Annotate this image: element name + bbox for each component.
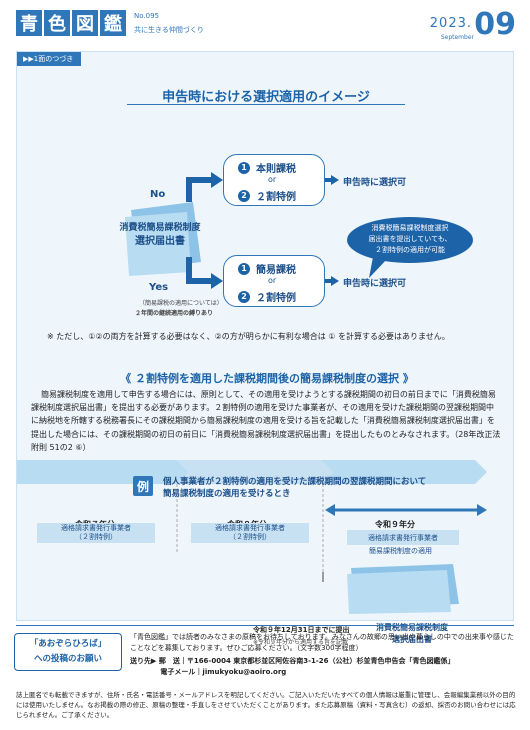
section1-title: 申告時における選択適用のイメージ bbox=[162, 90, 370, 105]
footer-rule bbox=[16, 625, 514, 626]
address-line1: 送り先▶ 郵 送｜〒166-0004 東京都杉並区阿佐谷南3-1-26（公社）杉… bbox=[130, 657, 455, 665]
section2-paragraph: 簡易課税制度を適用して申告する場合には、原則として、その適用を受けようとする課税… bbox=[31, 390, 501, 452]
submission-box: 「あおぞらひろば」 への投稿のお願い bbox=[14, 633, 122, 671]
period-box-line2: （２割特例） bbox=[75, 533, 117, 541]
tagline: 共に生きる仲間づくり bbox=[134, 26, 204, 34]
example-title-line2: 簡易課税制度の適用を受けるとき bbox=[163, 489, 291, 499]
option-row: 2 ２割特例 bbox=[238, 188, 296, 203]
logo-char: 色 bbox=[44, 10, 70, 36]
yes-label: Yes bbox=[149, 282, 169, 293]
option-label: ２割特例 bbox=[256, 192, 296, 203]
document-icon bbox=[125, 202, 201, 276]
period-box-line2: （２割特例） bbox=[229, 533, 271, 541]
number-circle: 2 bbox=[238, 189, 250, 202]
option-label: 簡易課税 bbox=[256, 265, 296, 276]
no-arrow-line bbox=[186, 177, 213, 202]
info-bubble: 消費税簡易課税制度選択 届出書を提出していても、 ２割特例の適用が可能 bbox=[347, 217, 473, 263]
no-label: No bbox=[150, 189, 166, 200]
issue-month-number: 09 bbox=[474, 7, 516, 42]
bubble-line: 届出書を提出していても、 bbox=[368, 235, 452, 243]
privacy-note: 誌上匿名でも転載できますが、住所・氏名・電話番号・メールアドレスを明記してくださ… bbox=[16, 691, 516, 719]
issue-number: No.095 bbox=[134, 12, 159, 20]
yes-arrow-head bbox=[211, 273, 223, 289]
bubble-pointer bbox=[369, 257, 389, 278]
logo-char: 鑑 bbox=[100, 10, 126, 36]
section1-rule bbox=[127, 104, 405, 105]
option-label: 本則課税 bbox=[256, 164, 296, 175]
simplified-range-label: 簡易課税制度の適用 bbox=[369, 547, 432, 555]
period-box-r8: 適格請求書発行事業者 （２割特例） bbox=[191, 523, 309, 543]
deadline-note: ※令和９年分から適用する旨を記載 bbox=[253, 639, 349, 646]
logo: 青 色 図 鑑 bbox=[16, 10, 128, 36]
submission-text: 「青色図鑑」では読者のみなさまの原稿をお待ちしております。みなさんの故郷の思い出… bbox=[130, 633, 514, 652]
period-box-line1: 適格請求書発行事業者 bbox=[215, 524, 285, 532]
masthead: 青 色 図 鑑 No.095 共に生きる仲間づくり 2023. Septembe… bbox=[16, 10, 516, 50]
lower-select-text: 申告時に選択可 bbox=[343, 279, 407, 289]
continuation-tag: ▶▶1面のつづき bbox=[17, 52, 82, 66]
period-box-line1: 適格請求書発行事業者 bbox=[61, 524, 131, 532]
document-icon-2 bbox=[347, 564, 459, 614]
number-circle: 2 bbox=[238, 290, 250, 303]
two-year-note: ２年間の継続適用の縛りあり bbox=[135, 310, 214, 317]
no-arrow-head bbox=[211, 172, 223, 188]
number-circle: 1 bbox=[238, 262, 250, 275]
option-row: 1 簡易課税 bbox=[238, 261, 296, 276]
or-label: or bbox=[268, 276, 277, 285]
option-label: ２割特例 bbox=[256, 293, 296, 304]
number-circle: 1 bbox=[238, 161, 250, 174]
form-label-2-line1: 消費税簡易課税制度 bbox=[376, 623, 448, 632]
example-badge: 例 bbox=[133, 476, 153, 496]
yes-arrow-line bbox=[186, 257, 213, 284]
issue-year: 2023. bbox=[429, 16, 472, 31]
option-row: 2 ２割特例 bbox=[238, 289, 296, 304]
form-label-2-line2: 選択届出書 bbox=[392, 635, 432, 644]
form-label-2: 消費税簡易課税制度 選択届出書 bbox=[357, 622, 467, 646]
or-label: or bbox=[268, 175, 277, 184]
form-label-line1: 消費税簡易課税制度 bbox=[119, 223, 201, 233]
section2-title: 《 ２割特例を適用した課税期間後の簡易課税制度の選択 》 bbox=[120, 372, 414, 385]
form-label-line2: 選択届出書 bbox=[135, 236, 185, 247]
content-panel: ▶▶1面のつづき 申告時における選択適用のイメージ bbox=[16, 51, 514, 646]
simplified-note: （簡易課税の適用については） bbox=[139, 300, 223, 307]
example-title-line1: 個人事業者が２割特例の適用を受けた課税期間の翌課税期間において bbox=[163, 477, 427, 487]
upper-options-box: 1 本則課税 or 2 ２割特例 bbox=[223, 154, 325, 206]
form-label: 消費税簡易課税制度 選択届出書 bbox=[113, 222, 207, 248]
logo-char: 図 bbox=[72, 10, 98, 36]
upper-select-text: 申告時に選択可 bbox=[343, 178, 407, 188]
bubble-line: ２割特例の適用が可能 bbox=[375, 246, 445, 254]
submission-box-line1: 「あおぞらひろば」 bbox=[29, 639, 107, 649]
bubble-line: 消費税簡易課税制度選択 bbox=[371, 224, 449, 232]
caution-note: ※ ただし、①②の両方を計算する必要はなく、②の方が明らかに有利な場合は ① を… bbox=[47, 332, 450, 341]
submission-box-line2: への投稿のお願い bbox=[33, 654, 102, 664]
option-row: 1 本則課税 bbox=[238, 160, 296, 175]
period-box-r9: 適格請求書発行事業者 bbox=[347, 530, 459, 545]
submission-address: 送り先▶ 郵 送｜〒166-0004 東京都杉並区阿佐谷南3-1-26（公社）杉… bbox=[130, 656, 455, 678]
lower-options-box: 1 簡易課税 or 2 ２割特例 bbox=[223, 255, 325, 307]
address-line2[interactable]: 電子メール｜jimukyoku@aoiro.org bbox=[130, 668, 287, 676]
logo-char: 青 bbox=[16, 10, 42, 36]
period-box-r7: 適格請求書発行事業者 （２割特例） bbox=[37, 523, 155, 543]
deadline-text: 令和９年12月31日までに提出 bbox=[253, 626, 350, 634]
issue-month: September bbox=[440, 34, 474, 41]
year-label-r9: 令和９年分 bbox=[375, 520, 415, 529]
